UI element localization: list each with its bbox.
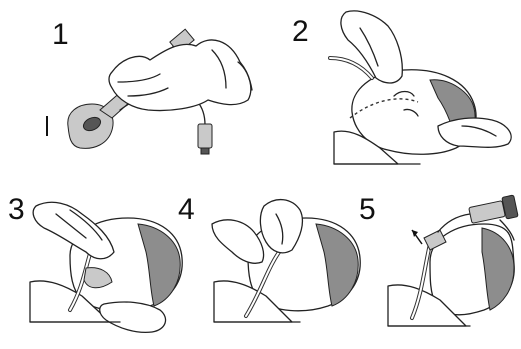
pilot-valve: [198, 124, 212, 148]
panel-3-jaw-hand: [100, 302, 166, 332]
panel-2-head-positioning: [330, 11, 511, 164]
panel-2-right-hand: [438, 118, 511, 147]
panel-2-upper-hand: [341, 11, 402, 83]
panel-1-hand: [109, 40, 251, 111]
panel-3-mask-insertion: [30, 202, 182, 332]
panel-4-left-hand: [212, 220, 264, 263]
panel-5-mask-inflation: [388, 195, 518, 326]
panel-1-mask-held-in-hand: [47, 29, 252, 154]
panel-4-mask-advancement: [212, 200, 360, 322]
